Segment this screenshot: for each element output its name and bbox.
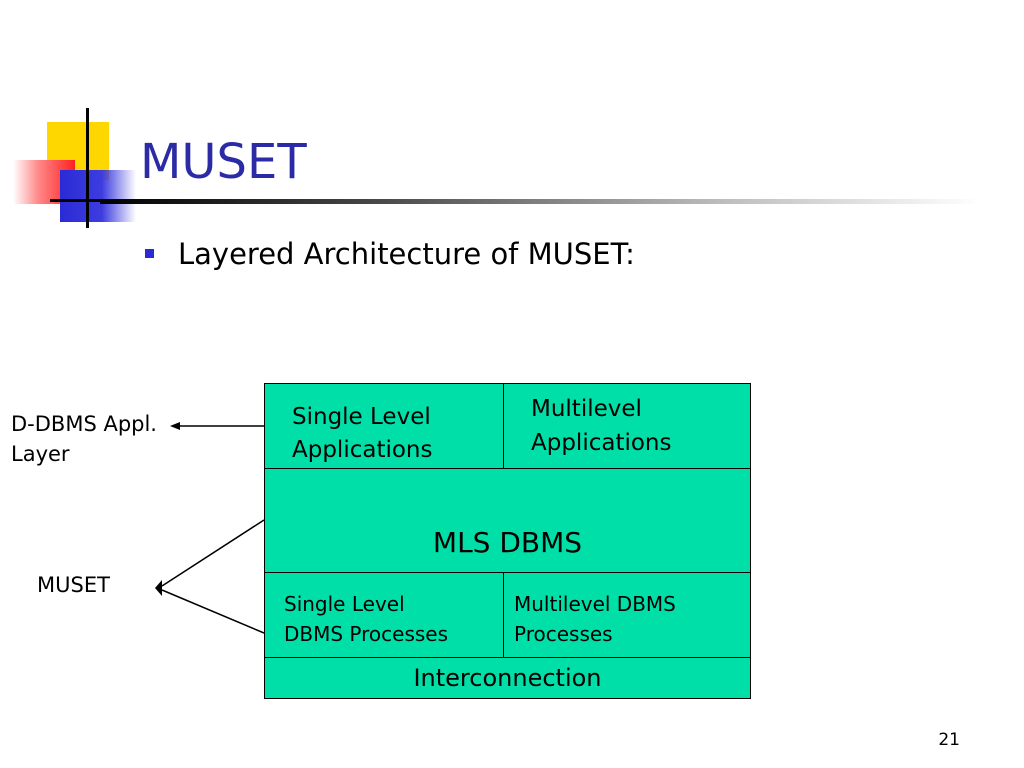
logo-vertical-line [86, 108, 89, 228]
logo-blue-square [60, 170, 136, 222]
arrowhead-muset [155, 580, 162, 596]
box-mls-dbms: MLS DBMS [264, 468, 751, 573]
label-muset: MUSET [37, 573, 110, 597]
box-interconnection: Interconnection [264, 657, 751, 699]
arrow-appl-layer [170, 422, 264, 430]
label-d-dbms-appl-layer: D-DBMS Appl. Layer [11, 412, 157, 466]
box-label: Multilevel DBMS Processes [514, 592, 676, 646]
title-underline-rule [100, 199, 980, 204]
arrow-muset-lower [161, 589, 265, 634]
logo-horizontal-line [50, 199, 120, 202]
box-single-level-dbms-processes: Single Level DBMS Processes [264, 572, 504, 658]
box-label: Single Level DBMS Processes [284, 592, 449, 646]
box-single-level-applications: Single Level Applications [264, 383, 504, 469]
page-number: 21 [938, 730, 960, 750]
decorative-logo-mark [0, 0, 140, 240]
bullet-item: Layered Architecture of MUSET: [145, 236, 635, 272]
box-multilevel-dbms-processes: Multilevel DBMS Processes [503, 572, 751, 658]
slide-title: MUSET [140, 134, 307, 190]
box-label: Single Level Applications [292, 404, 433, 463]
box-label: MLS DBMS [432, 526, 583, 559]
box-label: Interconnection [413, 664, 602, 692]
box-label: Multilevel Applications [531, 396, 672, 456]
bullet-text: Layered Architecture of MUSET: [178, 237, 635, 271]
box-multilevel-applications: Multilevel Applications [503, 383, 751, 469]
square-bullet-icon [145, 248, 154, 258]
arrow-muset-upper [161, 519, 265, 587]
